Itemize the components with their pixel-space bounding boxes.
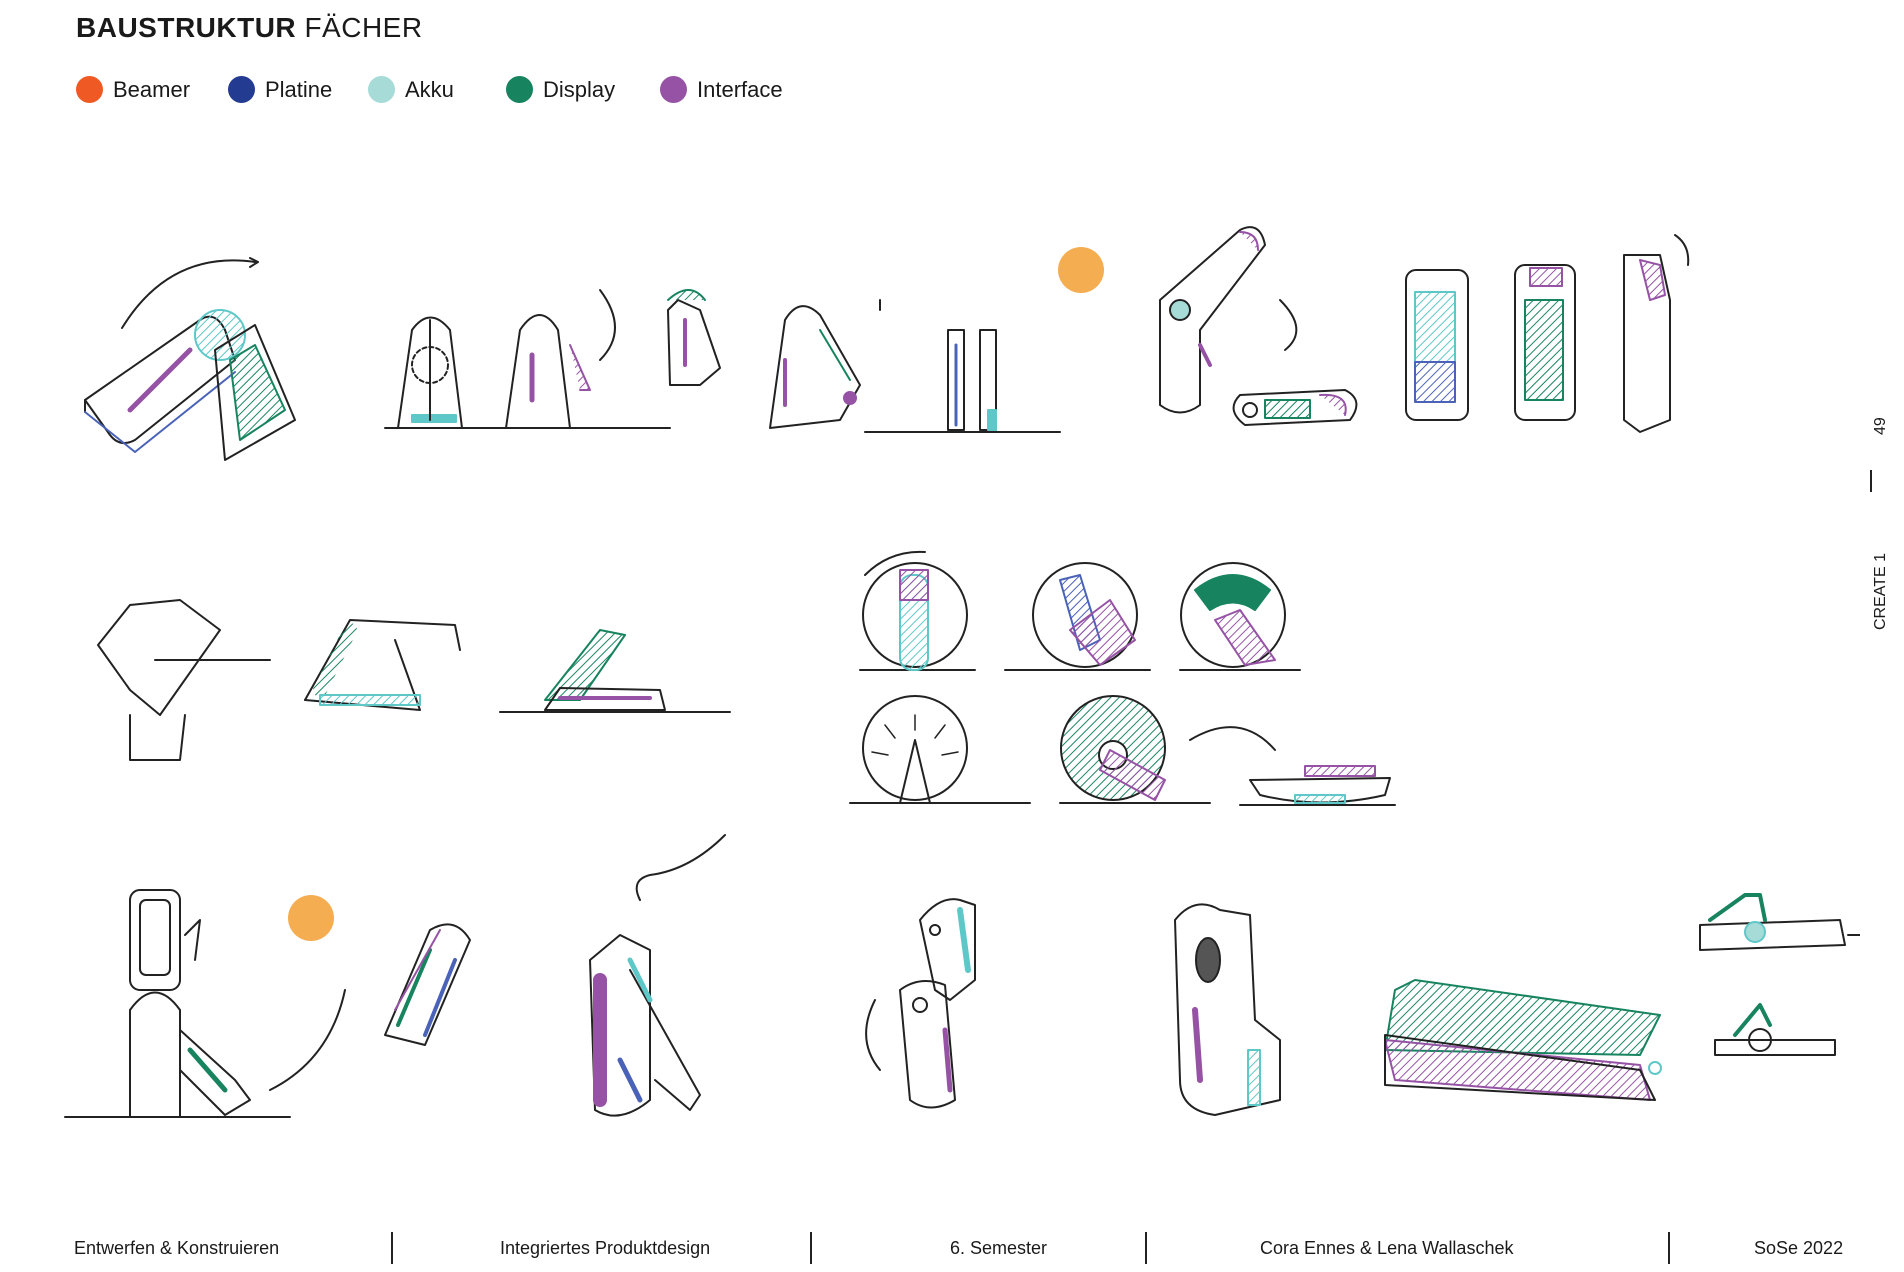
- footer-program: Integriertes Produktdesign: [500, 1238, 711, 1258]
- footer-term: SoSe 2022: [1754, 1238, 1844, 1258]
- legend-label: Interface: [697, 76, 783, 102]
- footer-separator: [810, 1232, 812, 1264]
- sketch-three-blocks: [1405, 234, 1690, 433]
- akku-dot-icon: [368, 76, 395, 103]
- sketch-hinged-arm: [1159, 226, 1358, 426]
- sketch-triangle-frames: [97, 599, 731, 761]
- sketch-small-wedges: [1699, 893, 1860, 1056]
- legend-label: Display: [543, 76, 616, 102]
- footer-authors: Cora Ennes & Lena Wallaschek: [1260, 1238, 1514, 1258]
- sketch-hanging-fan: [589, 834, 726, 1117]
- sketch-area: [64, 226, 1860, 1118]
- legend-item-display: Display: [506, 76, 615, 103]
- legend-item-platine: Platine: [228, 76, 332, 103]
- sketch-tilted-stand: [769, 299, 881, 429]
- chapter-label: CREATE 1: [1872, 552, 1889, 630]
- sketch-fan-open-angle: [84, 257, 296, 461]
- sketch-wedge-box: [1384, 979, 1662, 1101]
- legend-item-akku: Akku: [368, 76, 454, 103]
- sketch-side-profile: [864, 247, 1104, 433]
- footer-semester: 6. Semester: [950, 1238, 1048, 1258]
- footer: Entwerfen & Konstruieren Integriertes Pr…: [0, 1232, 1904, 1272]
- legend-label: Beamer: [113, 76, 191, 102]
- footer-course: Entwerfen & Konstruieren: [74, 1238, 280, 1258]
- sketch-tall-case: [1174, 903, 1281, 1116]
- title-light: FÄCHER: [304, 12, 423, 43]
- page-number: 49: [1872, 417, 1889, 435]
- display-dot-icon: [506, 76, 533, 103]
- sketch-swivel-pieces: [865, 898, 976, 1109]
- platine-dot-icon: [228, 76, 255, 103]
- sketch-circular-fans: [849, 550, 1396, 806]
- footer-separator: [1668, 1232, 1670, 1264]
- sketch-clip-stand: [64, 889, 471, 1118]
- page-title: BAUSTRUKTUR FÄCHER: [76, 12, 423, 44]
- side-divider: [1870, 470, 1872, 492]
- accent-dot-2: [288, 895, 334, 941]
- legend-label: Platine: [265, 76, 333, 102]
- title-bold: BAUSTRUKTUR: [76, 12, 297, 43]
- legend-label: Akku: [405, 76, 454, 102]
- footer-separator: [1145, 1232, 1147, 1264]
- interface-dot-icon: [660, 76, 687, 103]
- legend-item-beamer: Beamer: [76, 76, 190, 103]
- legend-item-interface: Interface: [660, 76, 783, 103]
- sketch-arch-stands: [384, 289, 721, 429]
- footer-separator: [391, 1232, 393, 1264]
- beamer-dot-icon: [76, 76, 103, 103]
- accent-dot-1: [1058, 247, 1104, 293]
